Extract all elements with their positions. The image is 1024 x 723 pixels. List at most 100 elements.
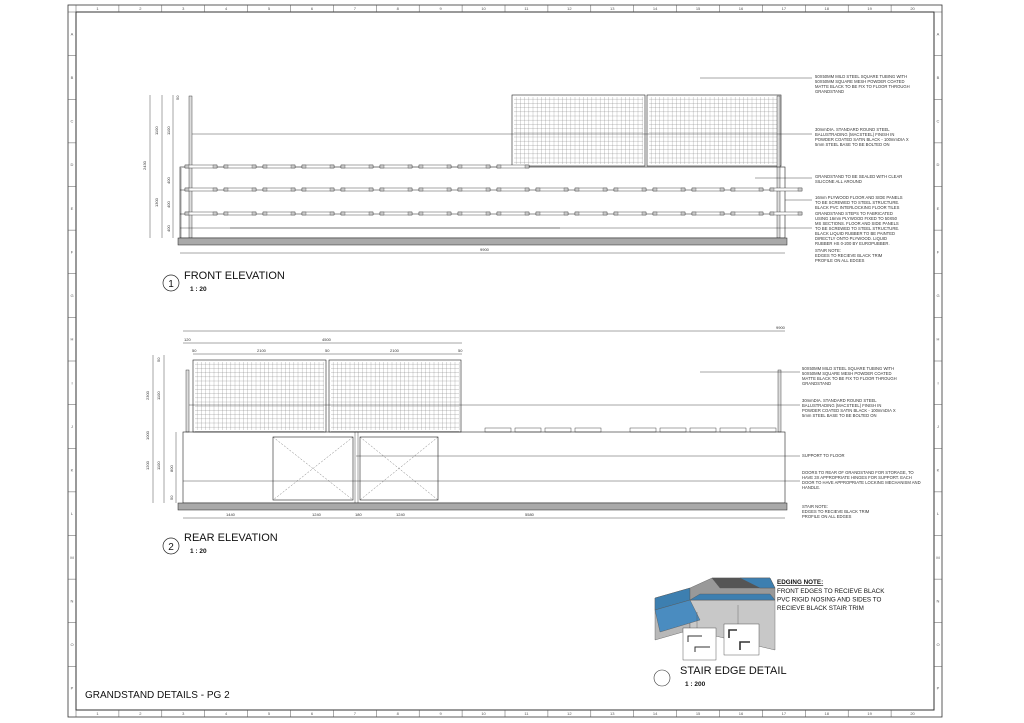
bench-seat xyxy=(379,211,413,216)
bench-seat xyxy=(184,164,218,169)
dim: 400 xyxy=(166,201,171,208)
floor-slab xyxy=(177,502,788,511)
bench-seat xyxy=(613,211,647,216)
grid-column-label: 9 xyxy=(440,6,443,11)
bench-seat xyxy=(574,187,608,192)
grid-row-label: I xyxy=(71,380,72,385)
grid-column-label: 6 xyxy=(311,6,314,11)
sheet-grid-references: 1122334455667788991010111112121313141415… xyxy=(68,5,942,717)
bench-seat xyxy=(301,211,335,216)
edging-note-line: FRONT EDGES TO RECIEVE BLACK xyxy=(777,588,885,595)
bench-seat xyxy=(379,187,413,192)
bench-seat xyxy=(223,164,257,169)
grid-row-label: K xyxy=(937,468,940,473)
grid-column-label: 13 xyxy=(610,711,615,716)
bench-seat xyxy=(418,187,452,192)
grid-row-label: H xyxy=(71,337,74,342)
bench-seat xyxy=(418,164,452,169)
dim: 1100 xyxy=(156,461,161,470)
stair-detail-scale: 1 : 200 xyxy=(685,681,706,688)
grid-row-label: K xyxy=(71,468,74,473)
annotation-note-line: 5mm STEEL BASE TO BE BOLTED ON xyxy=(815,142,890,147)
grid-row-label: O xyxy=(70,642,73,647)
mesh-fence-panels xyxy=(192,359,462,433)
bench-seat xyxy=(223,211,257,216)
mesh-fence-panels xyxy=(511,94,782,167)
annotation-note-line: BALUSTRADING (MACSTEEL) FINISH IN xyxy=(815,132,894,137)
dim: 1200 xyxy=(145,460,150,470)
annotation-note-line: HAVE 3X APPROPRIATE HINGES FOR SUPPORT. … xyxy=(802,475,912,480)
dim: 50 xyxy=(458,348,463,353)
grid-row-label: E xyxy=(71,206,74,211)
front-elevation-marker xyxy=(162,274,180,292)
dim: 400 xyxy=(166,225,171,232)
annotation-note-line: POWDER COATED SATIN BLACK - 100mmDIA X xyxy=(802,408,896,413)
grid-column-label: 20 xyxy=(910,6,915,11)
bench-seat xyxy=(184,211,218,216)
annotation-note-line: 30mmDIA. STANDARD ROUND STEEL xyxy=(802,398,877,403)
annotation-note-line: EDGES TO RECIEVE BLACK TRIM xyxy=(802,509,870,514)
grid-column-label: 4 xyxy=(225,711,228,716)
bench-seat xyxy=(484,427,512,433)
stair-detail-marker xyxy=(653,669,671,687)
dim: 400 xyxy=(166,177,171,184)
bench-seat xyxy=(659,427,687,433)
annotation-note-line: 50X50MM MILD STEEL SQUARE TUBING WITH xyxy=(802,366,894,371)
grid-column-label: 1 xyxy=(96,711,99,716)
rear-elevation xyxy=(152,330,800,555)
dim: 50 xyxy=(175,95,180,100)
bench-seat xyxy=(340,187,374,192)
annotation-note-line: GRANDSTAND STEPS TO FABRICATED xyxy=(815,211,893,216)
grid-column-label: 12 xyxy=(567,6,572,11)
annotation-note-line: BALUSTRADING (MACSTEEL) FINISH IN xyxy=(802,403,881,408)
dim: 1100 xyxy=(156,391,161,400)
annotation-note-line: TO BE SCREWED TO STEEL STRUCTURE. xyxy=(815,200,899,205)
grid-column-label: 10 xyxy=(481,6,486,11)
bench-seat xyxy=(629,427,657,433)
dim: 50 xyxy=(156,357,161,362)
annotation-note-line: BLACK PVC INTERLOCKING FLOOR TILES xyxy=(815,205,900,210)
grid-row-label: C xyxy=(937,119,940,124)
annotation-note-line: 5mm STEEL BASE TO BE BOLTED ON xyxy=(802,413,877,418)
grid-row-label: M xyxy=(70,555,73,560)
annotation-note-line: USING 16mm PLYWOOD FIXED TO 50X50 xyxy=(815,216,898,221)
annotation-note-line: STAIR NOTE: xyxy=(802,504,828,509)
annotation-note-line: MS SECTIONS. FLOOR AND SIDE PANELS xyxy=(815,221,899,226)
grid-column-label: 3 xyxy=(182,711,185,716)
grid-row-label: M xyxy=(936,555,939,560)
bench-seat xyxy=(719,427,747,433)
edging-note-line: PVC RIGID NOSING AND SIDES TO xyxy=(777,597,881,604)
annotation-note-line: 30mmDIA. STANDARD ROUND STEEL xyxy=(815,127,890,132)
dim: 50 xyxy=(325,348,330,353)
annotation-note-line: SUPPORT TO FLOOR xyxy=(802,453,845,458)
grandstand-body xyxy=(179,166,786,239)
sheet-title: GRANDSTAND DETAILS - PG 2 xyxy=(85,690,230,701)
grid-row-label: P xyxy=(71,686,74,691)
annotation-note-line: RUBBER HS 0-200 BY EUROPUBBER. xyxy=(815,241,890,246)
bench-seat xyxy=(262,187,296,192)
balustrade-post-right xyxy=(777,369,782,433)
grid-column-label: 5 xyxy=(268,6,271,11)
annotation-note-line: HANDLE. xyxy=(802,485,820,490)
balustrade-post-left xyxy=(185,369,190,433)
rear-elevation-title: REAR ELEVATION xyxy=(184,532,278,544)
grid-column-label: 9 xyxy=(440,711,443,716)
bench-seat xyxy=(223,187,257,192)
storage-door-right xyxy=(359,436,439,501)
annotation-note-line: GRANDSTAND TO BE SEALED WITH CLEAR xyxy=(815,174,902,179)
floor-slab xyxy=(177,237,788,246)
grid-row-label: L xyxy=(71,511,74,516)
bench-seat xyxy=(262,211,296,216)
rear-elevation-scale: 1 : 20 xyxy=(190,548,207,555)
mesh-panel xyxy=(511,94,646,167)
dim: 1300 xyxy=(154,197,159,207)
grid-row-label: G xyxy=(936,293,939,298)
dim: 2300 xyxy=(145,390,150,400)
bench-seat xyxy=(514,427,542,433)
dim: 1100 xyxy=(154,126,159,135)
grid-column-label: 14 xyxy=(653,711,658,716)
grid-column-label: 18 xyxy=(825,711,830,716)
annotation-note-line: SILICONE ALL AROUND xyxy=(815,179,862,184)
front-elevation-notes: 50X50MM MILD STEEL SQUARE TUBING WITH50X… xyxy=(815,74,910,263)
